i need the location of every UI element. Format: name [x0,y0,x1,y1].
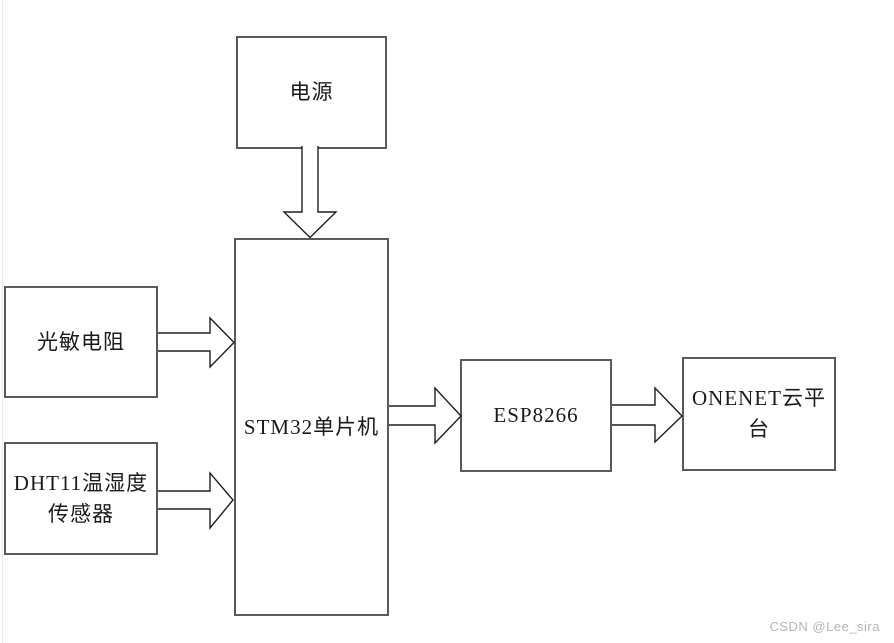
csdn-watermark: CSDN @Lee_sira [769,619,880,634]
block-photoresistor: 光敏电阻 [4,286,158,398]
block-dht11-sensor: DHT11温湿度传感器 [4,442,158,555]
block-stm32-mcu-label: STM32单片机 [243,414,380,439]
block-esp8266-label: ESP8266 [493,403,579,427]
arrow-dht11-to-stm32-icon [158,471,234,530]
block-onenet-cloud-label: ONENET云平台 [692,386,826,441]
block-power: 电源 [236,36,387,149]
arrow-photoresistor-to-stm32-icon [158,316,235,369]
block-dht11-sensor-label: DHT11温湿度传感器 [13,470,149,526]
block-power-label: 电源 [289,80,334,104]
arrow-esp8266-to-onenet-icon [612,386,683,444]
arrow-power-to-stm32-icon [282,146,338,239]
block-onenet-cloud: ONENET云平台 [682,357,836,471]
block-esp8266: ESP8266 [460,359,612,472]
block-stm32-mcu: STM32单片机 [234,238,389,616]
block-photoresistor-label: 光敏电阻 [37,329,125,354]
page-edge-line [2,0,3,643]
arrow-stm32-to-esp8266-icon [389,386,462,445]
